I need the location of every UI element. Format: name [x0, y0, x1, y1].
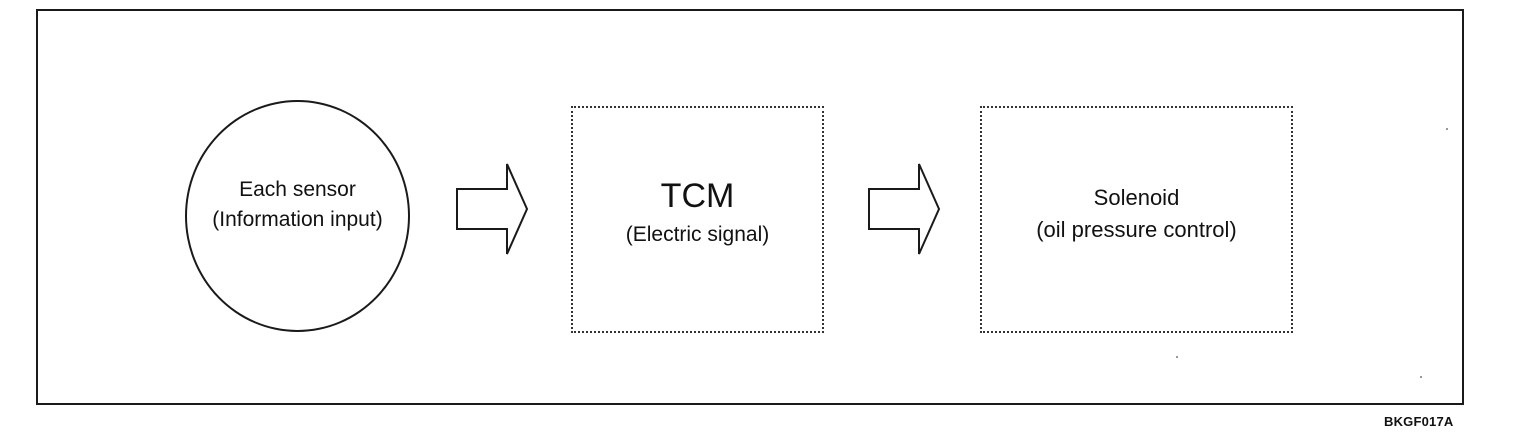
arrow-tcm-to-solenoid	[868, 163, 941, 255]
scan-speck	[1446, 128, 1448, 130]
sensor-label-line1: Each sensor	[239, 178, 356, 201]
arrow-sensor-to-tcm	[456, 163, 529, 255]
scan-speck	[1420, 376, 1422, 378]
diagram-frame	[36, 9, 1464, 405]
tcm-title: TCM	[660, 176, 735, 215]
sensor-label-line2: (Information input)	[212, 208, 383, 231]
scan-speck	[1176, 356, 1178, 358]
solenoid-subtitle: (oil pressure control)	[1036, 216, 1237, 242]
solenoid-title: Solenoid	[1093, 184, 1180, 210]
tcm-node: TCM (Electric signal)	[571, 106, 824, 333]
tcm-subtitle: (Electric signal)	[625, 222, 770, 246]
sensor-node: Each sensor (Information input)	[185, 100, 410, 332]
solenoid-node: Solenoid (oil pressure control)	[980, 106, 1293, 333]
figure-id-label: BKGF017A	[1384, 414, 1454, 429]
